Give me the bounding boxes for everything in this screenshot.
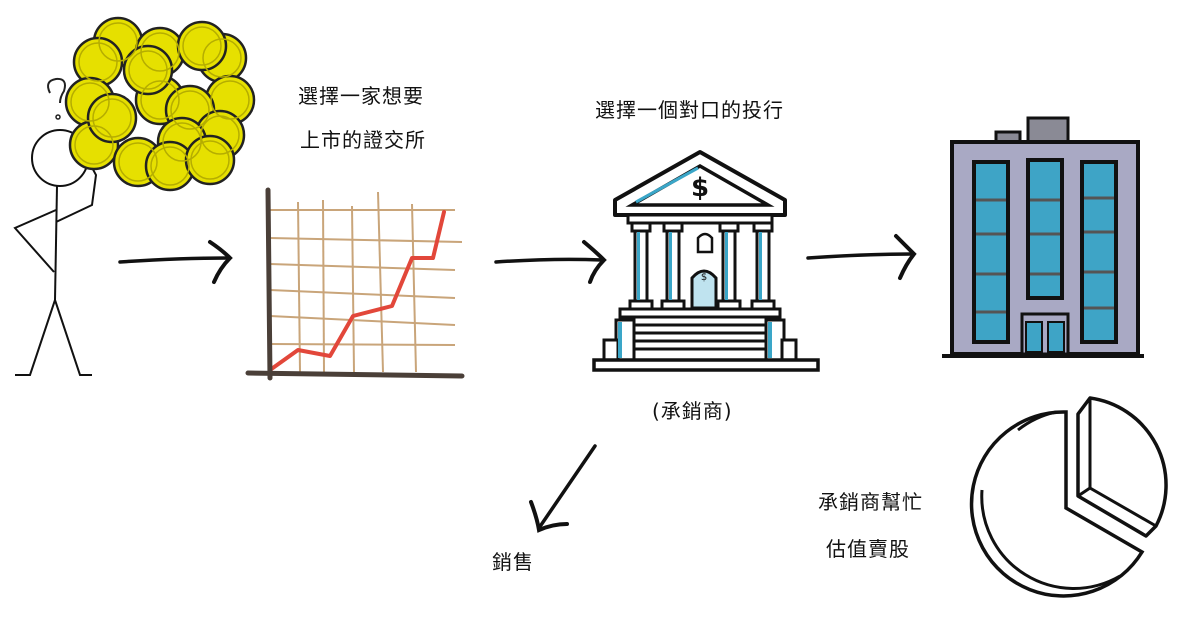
bank-building-icon: $ $ [592,150,820,372]
person-with-coins [0,0,270,390]
bank-dollar-sign: $ [691,173,709,203]
valuation-label-line1: 承銷商幫忙 [818,490,923,514]
gold-coins-pile-icon [64,16,256,192]
office-building-icon [942,116,1144,358]
rising-line-chart-icon [245,187,465,381]
arrow-down-left-icon [529,444,597,533]
underwriter-label: (承銷商) [652,399,733,423]
exchange-label-line2: 上市的證交所 [300,128,426,152]
arrow-right-icon [118,240,233,284]
pie-chart-icon [969,396,1168,598]
arrow-right-icon [494,240,607,284]
sales-label: 銷售 [492,550,534,574]
bank-title: 選擇一個對口的投行 [595,98,784,122]
svg-text:$: $ [701,272,707,283]
valuation-label-line2: 估值賣股 [826,537,910,561]
exchange-label-line1: 選擇一家想要 [298,84,424,108]
arrow-right-icon [806,234,917,280]
